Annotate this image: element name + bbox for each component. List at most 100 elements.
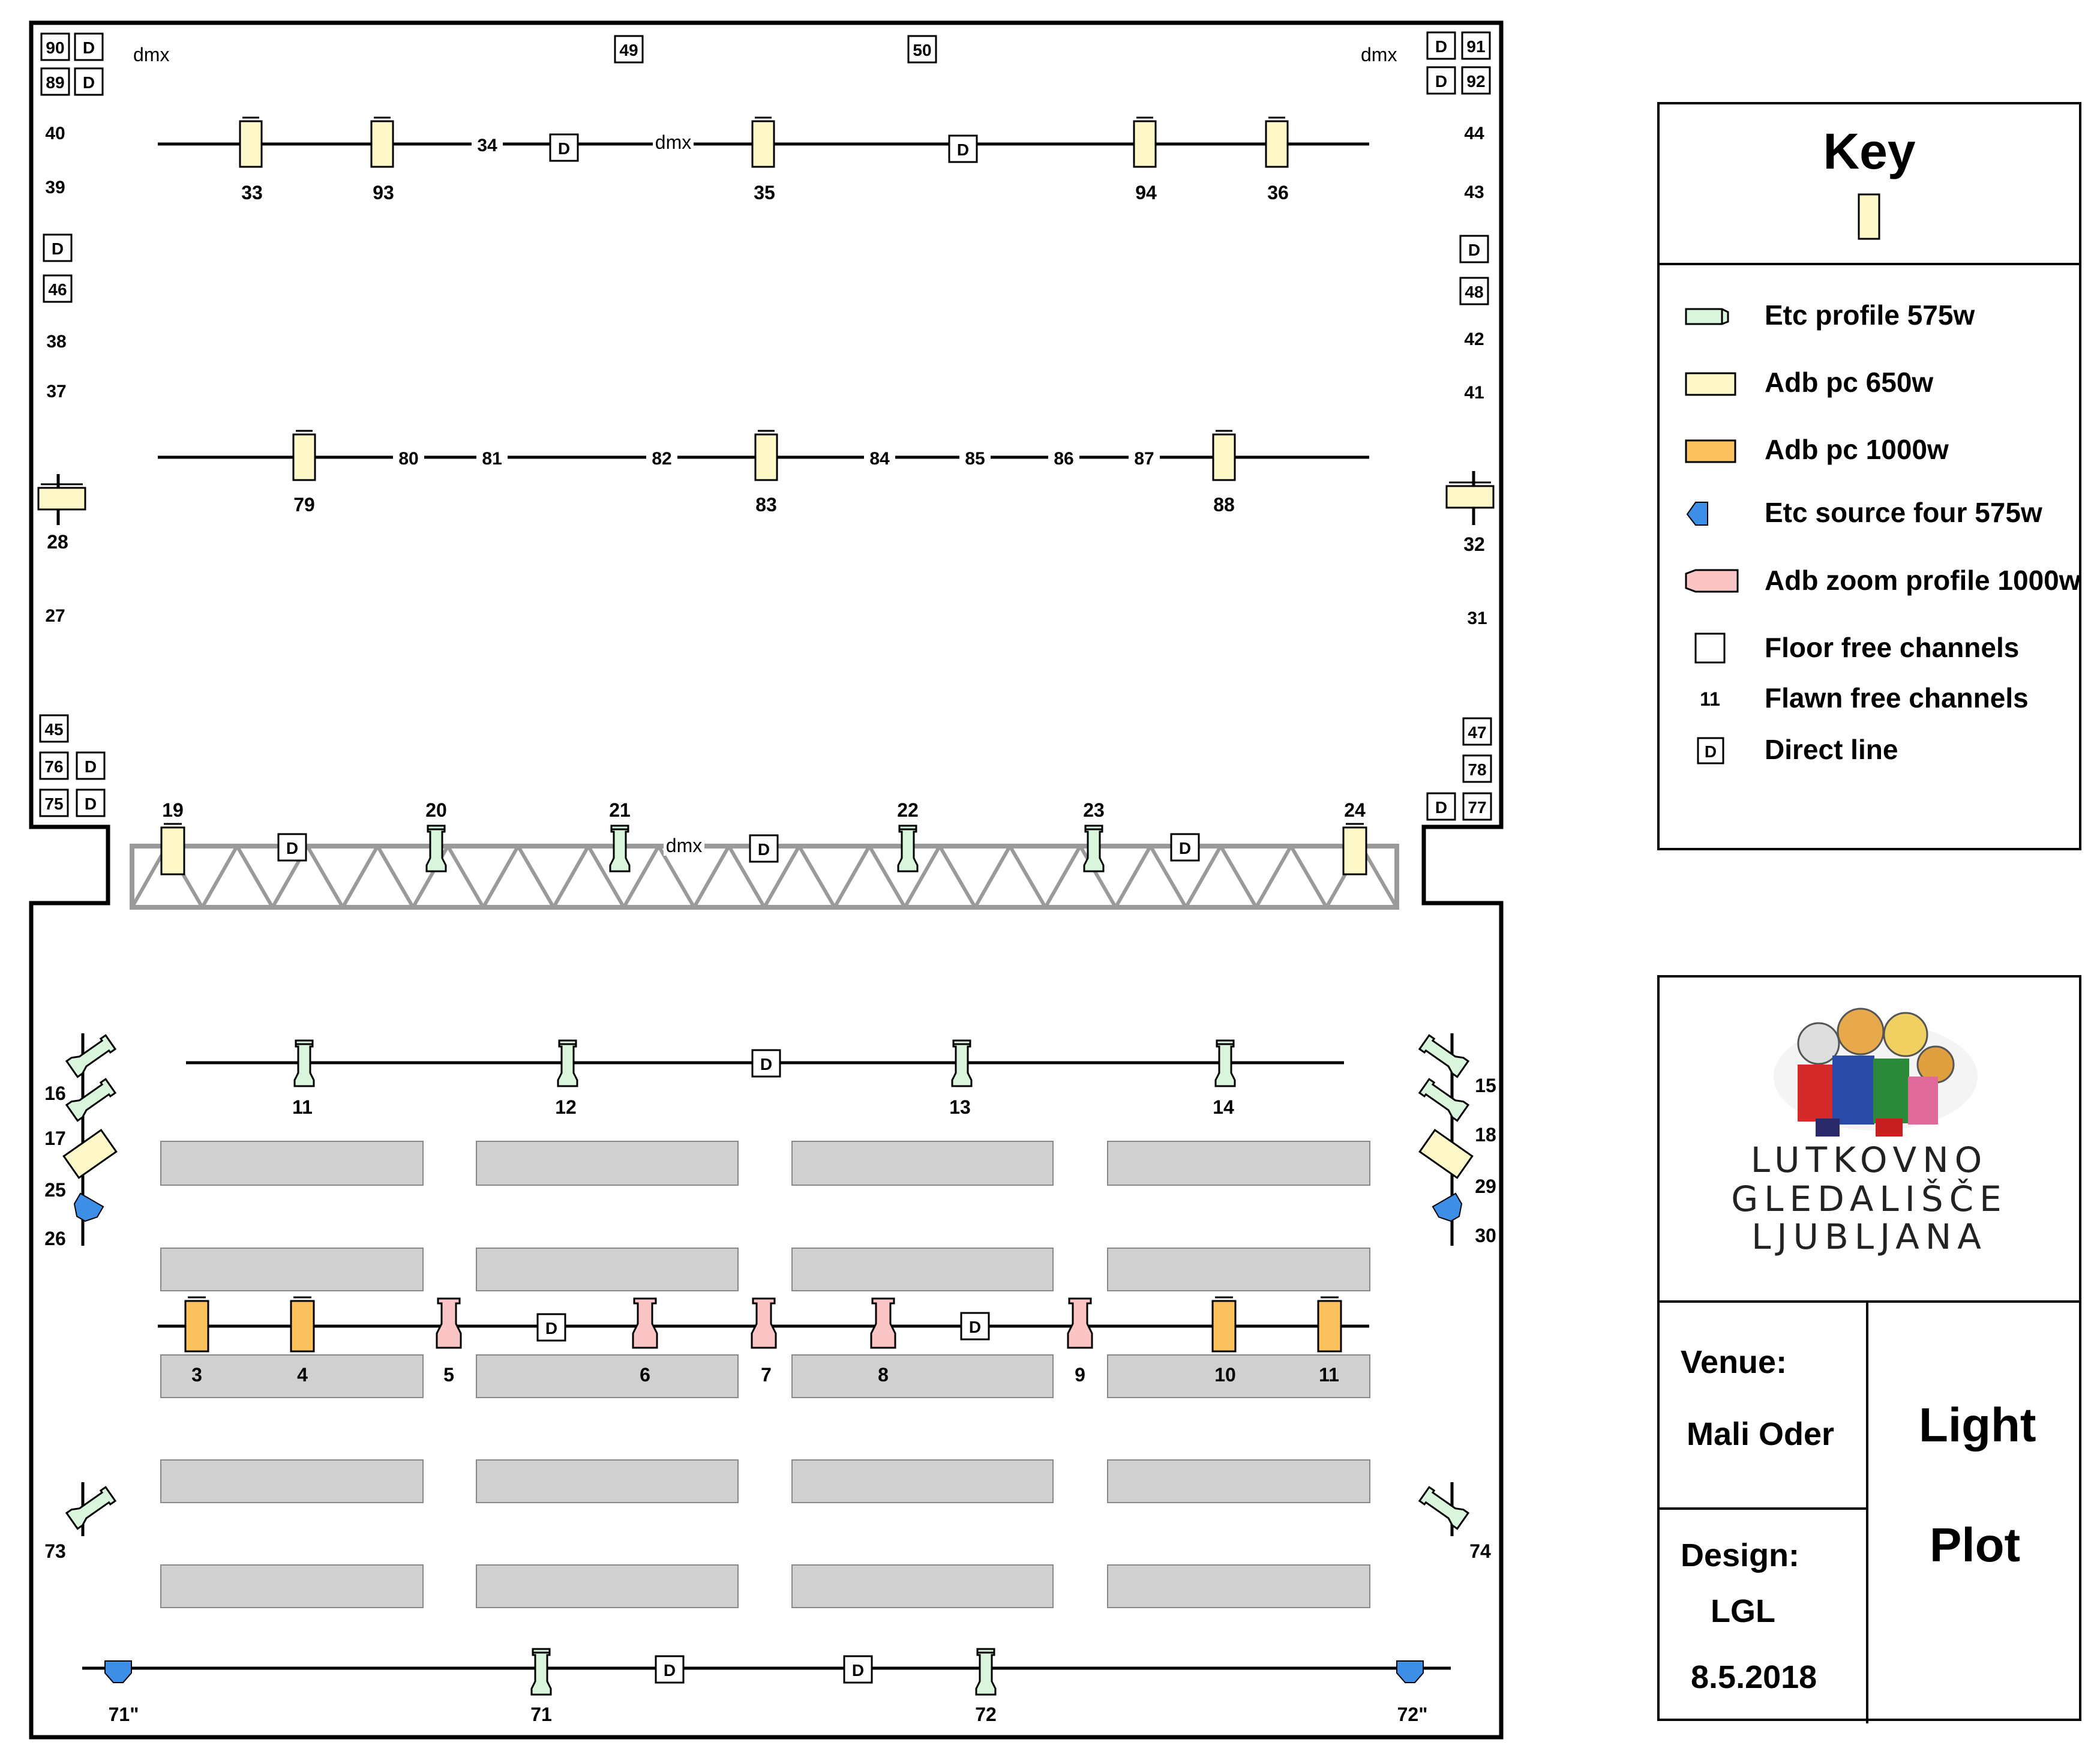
direct-line-box: D xyxy=(1435,72,1447,91)
fixture-30-body xyxy=(1432,1192,1463,1222)
seat-row-2 xyxy=(160,1248,424,1291)
channel-label-13: 13 xyxy=(949,1096,971,1118)
channel-box-91: 91 xyxy=(1466,37,1485,56)
truss-web xyxy=(868,845,907,909)
free-channel-number: 84 xyxy=(869,449,890,469)
channel-label-23: 23 xyxy=(1083,799,1105,821)
channel-label-44: 44 xyxy=(1464,124,1484,143)
seat-row-2 xyxy=(1107,1248,1370,1291)
free-channel-bg xyxy=(1048,446,1079,468)
free-channel-number: 80 xyxy=(398,449,418,469)
key-item-label: Direct line xyxy=(1765,734,1898,765)
channel-box-90-frame xyxy=(40,32,70,61)
truss-web xyxy=(1148,845,1188,909)
channel-label-bottom-2: 72 xyxy=(975,1704,997,1725)
fixture-3 xyxy=(184,1300,209,1353)
fixture-18 xyxy=(1418,1078,1470,1122)
channel-label-25: 25 xyxy=(44,1179,66,1201)
channel-label-20: 20 xyxy=(425,799,447,821)
fixture-17-body xyxy=(65,1078,117,1122)
channel-label-22: 22 xyxy=(897,799,919,821)
svg-text:D: D xyxy=(1705,742,1717,761)
fixture-73 xyxy=(65,1486,117,1530)
truss-web xyxy=(587,845,626,909)
fixture-16-body xyxy=(65,1034,117,1078)
channel-box-50: 50 xyxy=(913,41,931,59)
direct-line-box-frame xyxy=(948,134,978,163)
truss-web xyxy=(1078,845,1117,909)
direct-line-box: D xyxy=(852,1661,864,1680)
seat-row-2 xyxy=(791,1248,1054,1291)
fixture-foh-13-body xyxy=(951,1039,973,1087)
seat-row-3 xyxy=(791,1354,1054,1398)
fixture-32 xyxy=(1445,485,1495,509)
channel-label-19: 19 xyxy=(162,799,184,821)
fixture-23-body xyxy=(1083,824,1105,872)
title-line-2: Plot xyxy=(1930,1518,2021,1572)
free-channel-bg xyxy=(1129,446,1160,468)
fixture-21 xyxy=(609,824,631,872)
etc-profile-icon xyxy=(1685,308,1729,325)
direct-line-box: D xyxy=(760,1055,772,1074)
truss-web xyxy=(1008,845,1047,909)
floor-channel-icon xyxy=(1694,632,1726,664)
channel-label-15: 15 xyxy=(1475,1075,1496,1096)
dmx-label: dmx xyxy=(1361,44,1397,65)
designer-name: LGL xyxy=(1711,1593,1775,1629)
truss-web xyxy=(551,845,590,909)
channel-label-40: 40 xyxy=(45,124,65,143)
fixture-6-body xyxy=(632,1297,658,1349)
channel-box-45-frame xyxy=(39,714,69,743)
truss-web xyxy=(692,845,731,909)
truss-web xyxy=(516,845,556,909)
seat-row-4 xyxy=(791,1459,1054,1503)
channel-label-74: 74 xyxy=(1469,1540,1491,1562)
fixture-72dd-body xyxy=(1396,1660,1424,1683)
fixture-15-body xyxy=(1418,1034,1470,1078)
truss-web xyxy=(1360,845,1399,909)
channel-box-45: 45 xyxy=(44,720,63,739)
fixture-30 xyxy=(1432,1192,1463,1222)
channel-label-16: 16 xyxy=(44,1083,66,1104)
channel-label-27: 27 xyxy=(45,606,65,626)
title-line-1: Light xyxy=(1919,1398,2036,1452)
key-item-6: Floor free channels xyxy=(1660,620,2079,674)
fixture-19 xyxy=(160,826,185,875)
seat-row-4 xyxy=(476,1459,739,1503)
truss-web xyxy=(200,845,239,909)
truss-web xyxy=(622,845,661,909)
direct-line-box: D xyxy=(957,140,969,159)
fixture-93 xyxy=(370,120,394,168)
truss-web xyxy=(1289,845,1328,909)
channel-box-90: 90 xyxy=(46,38,64,57)
fixture-71-body xyxy=(530,1648,552,1696)
fixture-25 xyxy=(62,1129,118,1179)
free-channel-bg xyxy=(472,133,503,155)
fixture-15 xyxy=(1418,1034,1470,1078)
channel-box-46-frame xyxy=(43,274,73,303)
fixture-7 xyxy=(751,1297,777,1349)
fixture-11b xyxy=(1317,1300,1342,1353)
channel-label-foh2-7: 7 xyxy=(761,1364,772,1386)
seat-row-5 xyxy=(160,1564,424,1608)
fixture-71dd-body xyxy=(104,1660,132,1683)
direct-line-box-frame xyxy=(43,233,73,262)
channel-box-49-frame xyxy=(614,35,644,64)
dmx-label: dmx xyxy=(666,835,702,856)
channel-label-26: 26 xyxy=(44,1228,66,1249)
fixture-17 xyxy=(65,1078,117,1122)
channel-box-77: 77 xyxy=(1468,798,1486,817)
direct-line-box-frame xyxy=(1426,66,1456,95)
seat-row-5 xyxy=(476,1564,739,1608)
direct-line-icon: D xyxy=(1697,737,1724,764)
channel-label-12: 12 xyxy=(555,1096,577,1118)
channel-label-foh2-6: 6 xyxy=(640,1364,650,1386)
direct-line-box: D xyxy=(1435,798,1447,817)
fixture-36 xyxy=(1265,120,1289,168)
adb-zoom-icon xyxy=(1685,569,1739,593)
free-channel-bg xyxy=(476,446,508,468)
logo-line-1: LUTKOVNO xyxy=(1750,1140,1988,1180)
fixture-foh-13 xyxy=(951,1039,973,1087)
